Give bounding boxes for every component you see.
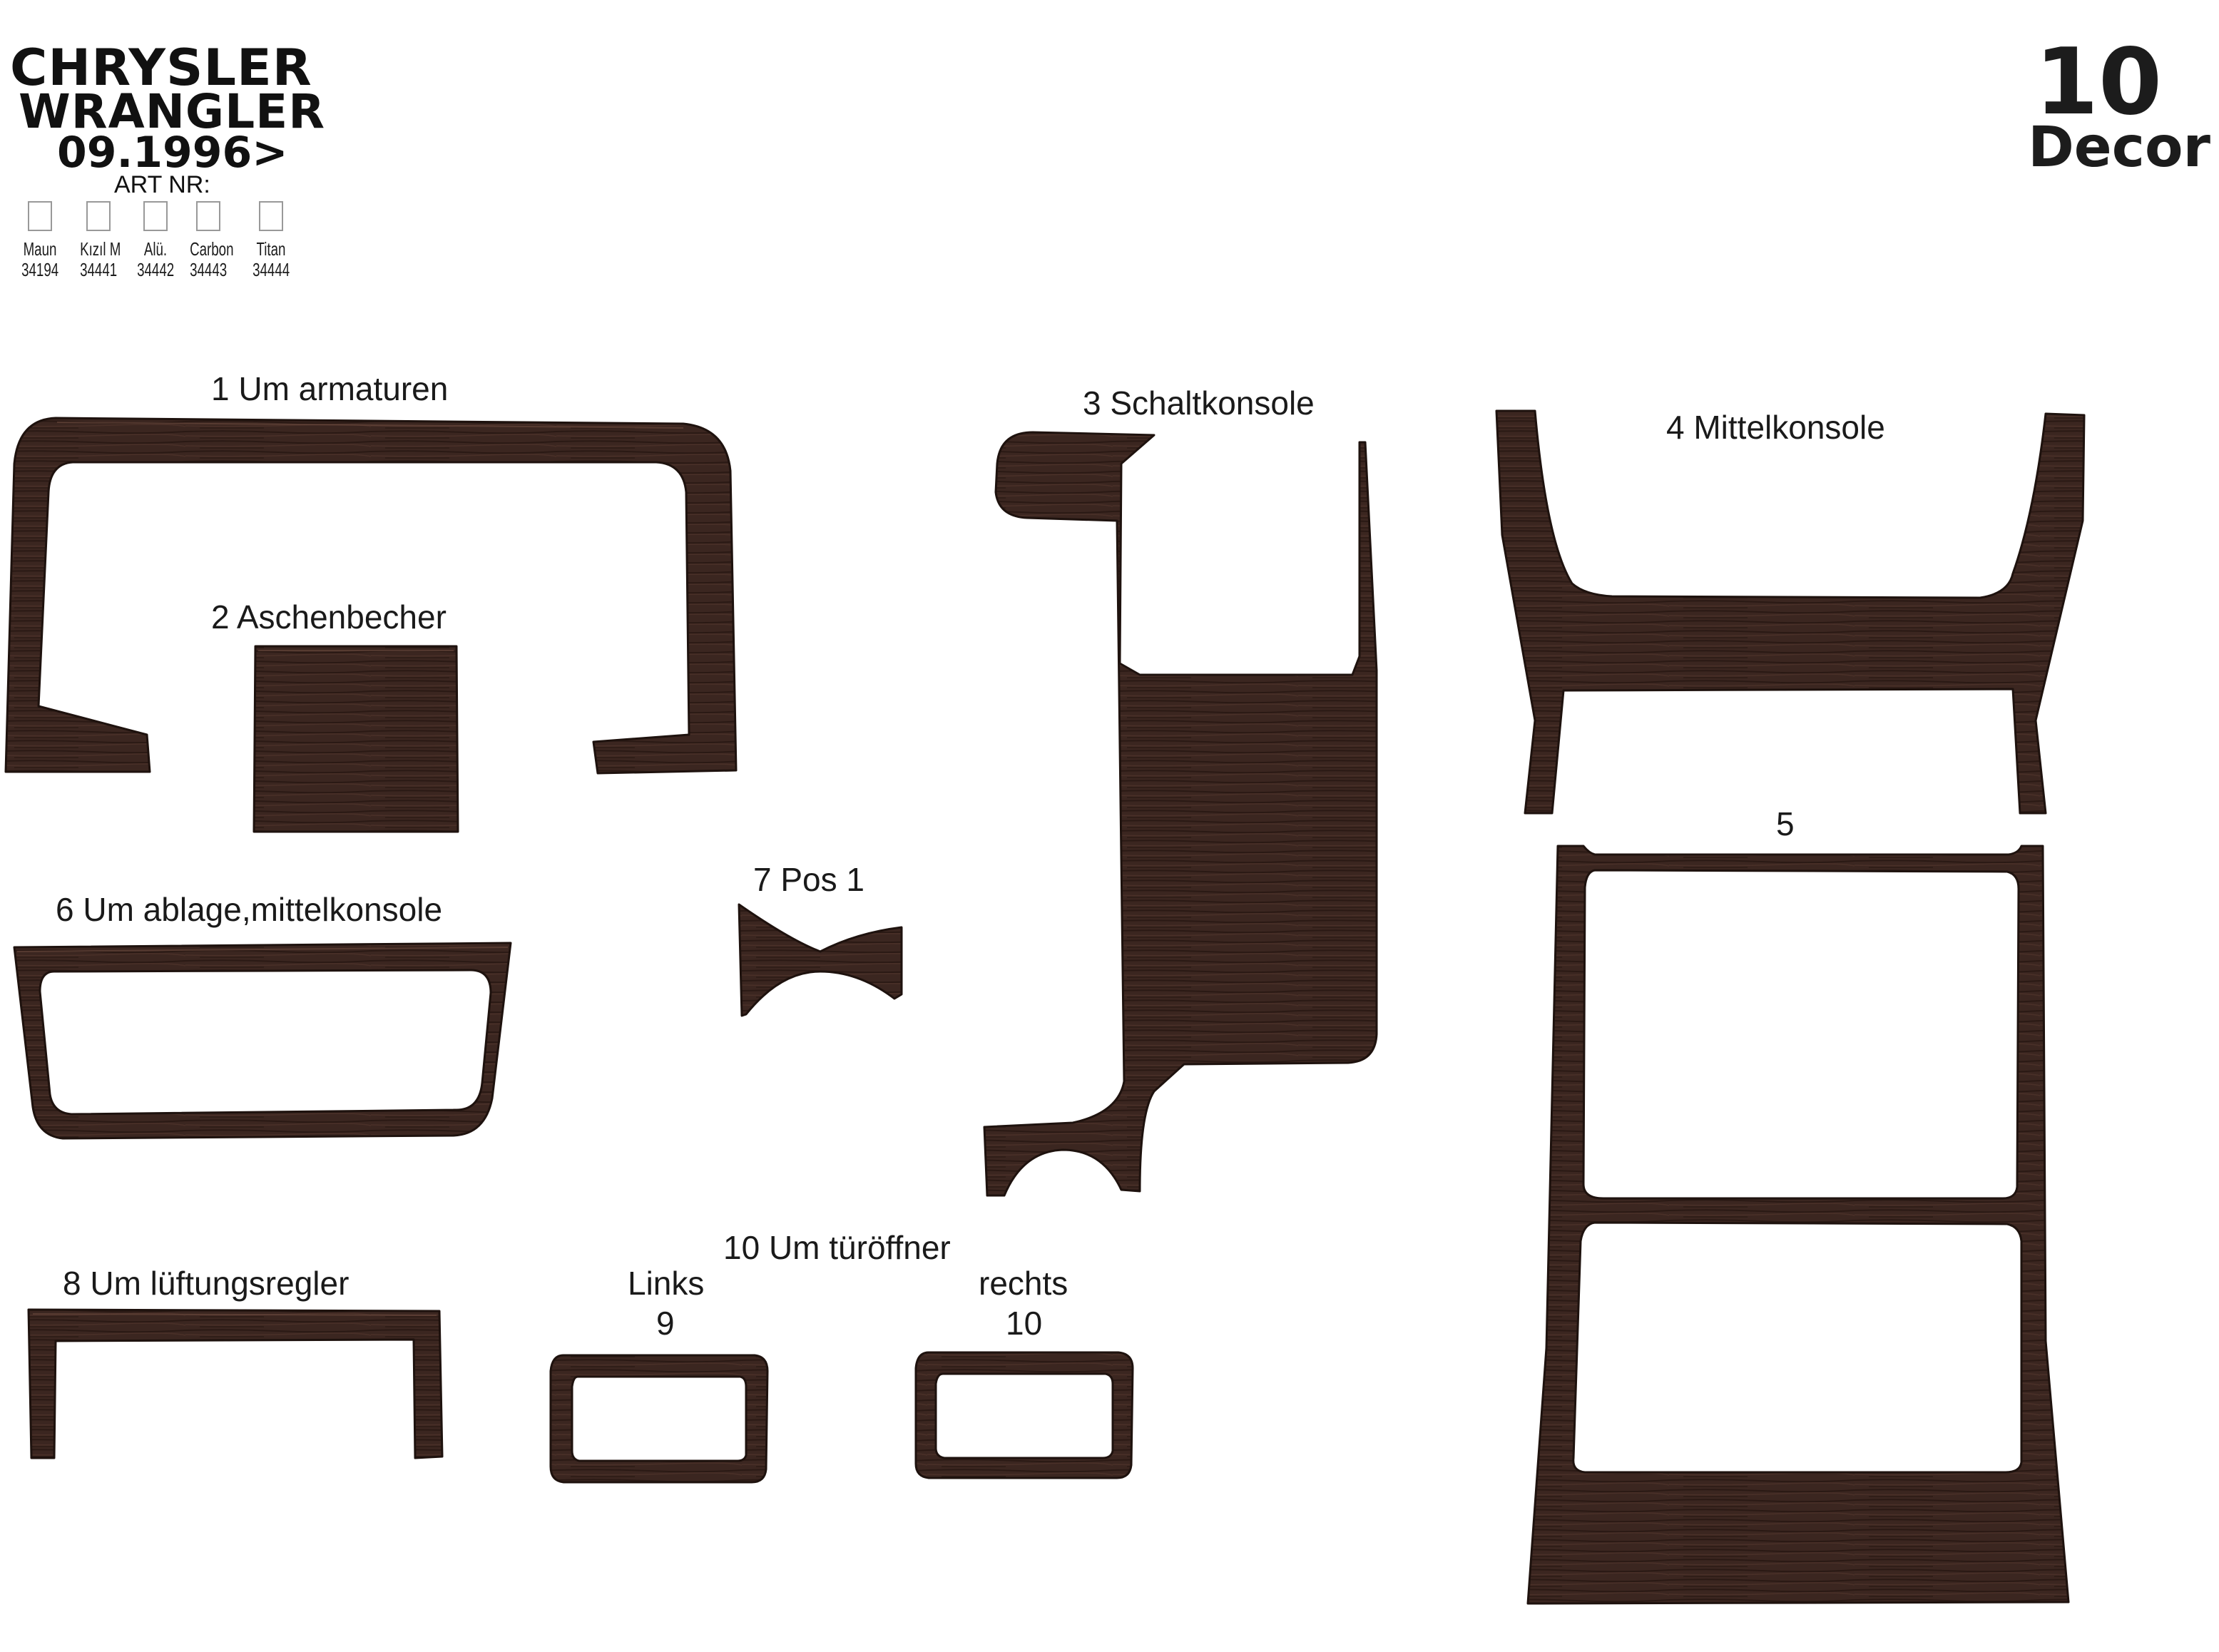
option-kizil[interactable]: Kızıl M 34441 [73, 201, 124, 280]
option-code: 34441 [80, 259, 118, 280]
option-code: 34194 [21, 259, 59, 280]
option-checkbox[interactable] [259, 201, 283, 231]
part-2-aschenbecher [252, 645, 459, 833]
label-part-5: 5 [1776, 805, 1795, 842]
option-name: Kızıl M [80, 238, 121, 260]
part-10-um-tueroeffner-rechts [914, 1351, 1134, 1479]
label-part-3: 3 Schaltkonsole [1083, 384, 1315, 422]
option-code: 34442 [137, 259, 175, 280]
option-alu[interactable]: Alü. 34442 [130, 201, 181, 280]
label-part-1: 1 Um armaturen [211, 370, 449, 407]
part-8-um-lueftungsregler [27, 1308, 444, 1459]
label-number-9: 9 [656, 1305, 675, 1342]
option-code: 34443 [190, 259, 228, 280]
option-checkbox[interactable] [143, 201, 168, 231]
label-part-8: 8 Um lüftungsregler [63, 1265, 350, 1302]
option-name: Titan [256, 238, 286, 260]
option-checkbox[interactable] [86, 201, 111, 231]
label-links: Links [628, 1265, 705, 1302]
option-checkbox[interactable] [196, 201, 220, 231]
label-rechts: rechts [979, 1265, 1068, 1302]
option-name: Alü. [143, 238, 168, 260]
option-carbon[interactable]: Carbon 34443 [183, 201, 234, 280]
part-1-um-armaturen [4, 417, 738, 775]
piece-count: 10 [2034, 29, 2162, 136]
vehicle-brand: CHRYSLER [10, 39, 312, 97]
part-5-console-panel [1526, 845, 2070, 1605]
label-part-2: 2 Aschenbecher [211, 598, 447, 636]
option-titan[interactable]: Titan 34444 [245, 201, 297, 280]
label-part-10-title: 10 Um türöffner [723, 1229, 951, 1266]
art-nr-label: ART NR: [114, 171, 210, 198]
vehicle-date: 09.1996> [57, 128, 288, 178]
part-6-um-ablage [13, 942, 512, 1140]
decor-label: Decor [2028, 116, 2210, 180]
part-3-schaltkonsole [983, 431, 1378, 1197]
part-4-mittelkonsole [1495, 409, 2086, 815]
option-maun[interactable]: Maun 34194 [14, 201, 66, 280]
option-code: 34444 [252, 259, 290, 280]
option-name: Maun [23, 238, 57, 260]
option-name: Carbon [190, 238, 234, 260]
option-checkbox[interactable] [28, 201, 52, 231]
label-part-6: 6 Um ablage,mittelkonsole [56, 891, 443, 928]
part-7-pos-1 [738, 903, 903, 1017]
label-number-10: 10 [1006, 1305, 1043, 1342]
label-part-4: 4 Mittelkonsole [1666, 409, 1885, 446]
vehicle-model: WRANGLER [19, 84, 326, 139]
label-part-7: 7 Pos 1 [753, 861, 864, 898]
part-9-um-tueroeffner-links [549, 1354, 769, 1484]
